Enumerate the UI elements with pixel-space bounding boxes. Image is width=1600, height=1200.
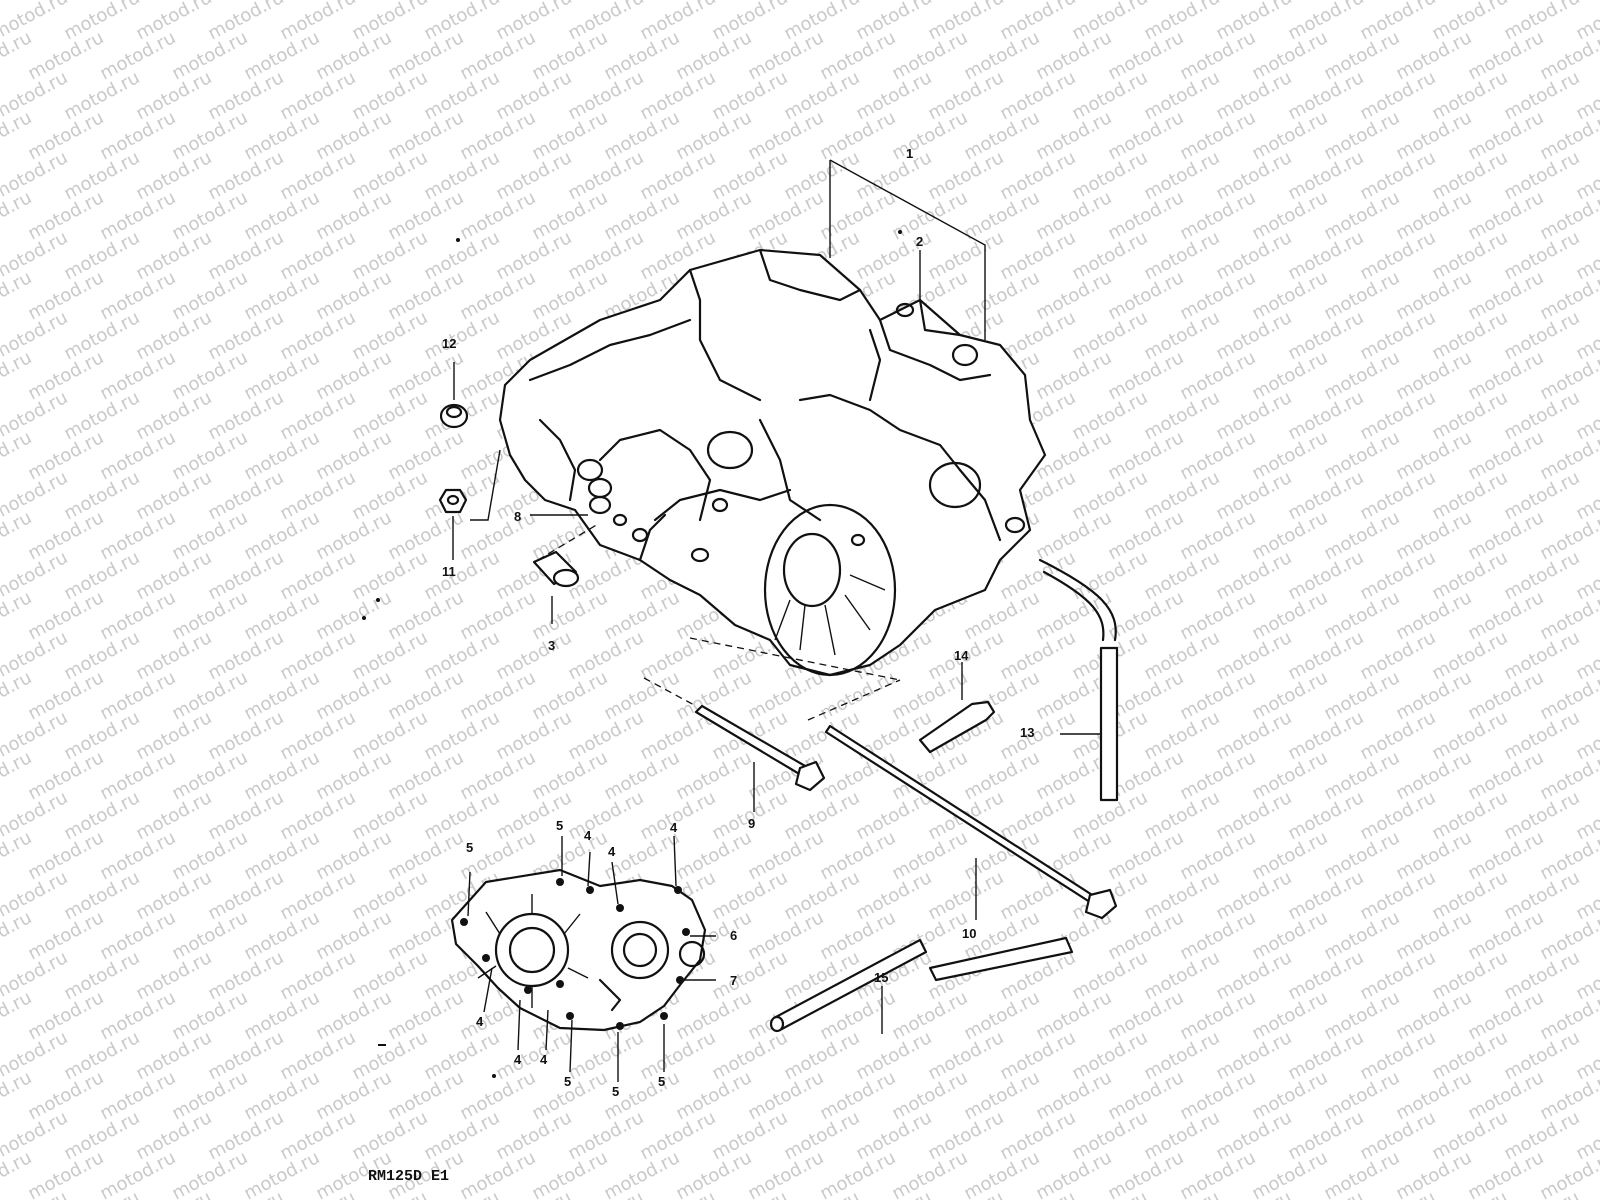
hose-clamp xyxy=(918,662,996,754)
scan-specks xyxy=(362,230,902,1078)
hose-pipes xyxy=(769,936,1074,1034)
crankcase-assembly xyxy=(498,159,1047,677)
callout-4b: 4 xyxy=(608,844,616,859)
callout-15: 15 xyxy=(874,970,888,985)
callout-4e: 4 xyxy=(514,1052,522,1067)
callout-7: 7 xyxy=(730,973,737,988)
callout-14: 14 xyxy=(954,648,969,663)
callout-4c: 4 xyxy=(670,820,678,835)
callout-5a: 5 xyxy=(466,840,473,855)
callout-5d: 5 xyxy=(612,1084,619,1099)
callout-11: 11 xyxy=(442,564,456,579)
callout-10: 10 xyxy=(962,926,976,941)
callout-8: 8 xyxy=(514,509,521,524)
callout-labels: 1 2 3 8 11 12 9 10 13 14 15 4 4 4 4 4 4 … xyxy=(368,146,1034,1185)
callout-4a: 4 xyxy=(584,828,592,843)
nut-and-washer xyxy=(438,362,501,560)
callout-5c: 5 xyxy=(564,1074,571,1089)
callout-2: 2 xyxy=(916,234,923,249)
diagram-code: RM125D E1 xyxy=(368,1168,449,1185)
breather-hose xyxy=(1038,558,1119,802)
callout-1: 1 xyxy=(906,146,913,161)
callout-4f: 4 xyxy=(540,1052,548,1067)
callout-9: 9 xyxy=(748,816,755,831)
callout-12: 12 xyxy=(442,336,456,351)
callout-3: 3 xyxy=(548,638,555,653)
crankcase-bolt xyxy=(643,677,826,812)
long-bolt xyxy=(689,637,1118,920)
callout-13: 13 xyxy=(1020,725,1034,740)
o-ring xyxy=(530,477,613,516)
side-cover xyxy=(450,835,716,1082)
callout-5b: 5 xyxy=(556,818,563,833)
callout-4d: 4 xyxy=(476,1014,484,1029)
dowel-pin xyxy=(532,523,599,624)
callout-5e: 5 xyxy=(658,1074,665,1089)
callout-6: 6 xyxy=(730,928,737,943)
